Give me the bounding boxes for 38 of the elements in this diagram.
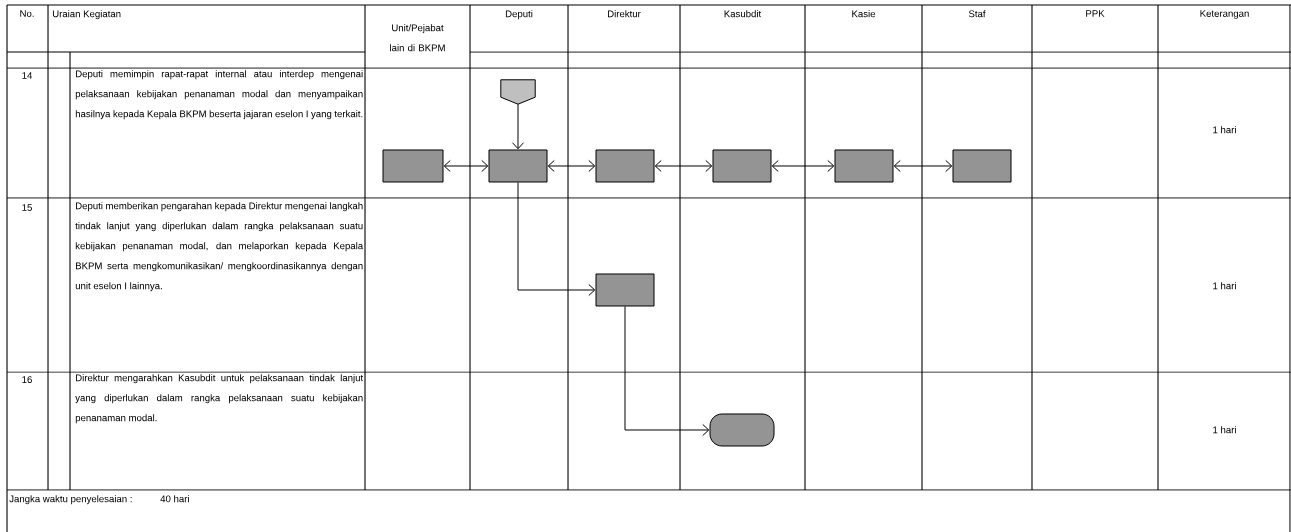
process-box bbox=[488, 149, 548, 183]
duration-label: 1 hari bbox=[1213, 282, 1236, 290]
duration-label: 1 hari bbox=[1213, 426, 1236, 434]
process-box bbox=[952, 149, 1012, 183]
row-number: 15 bbox=[22, 204, 32, 211]
arrow bbox=[771, 160, 835, 172]
header-label: Direktur bbox=[608, 10, 641, 18]
header-label: Uraian Kegiatan bbox=[52, 10, 121, 20]
process-box bbox=[834, 149, 894, 183]
process-box bbox=[382, 149, 444, 183]
process-box bbox=[595, 149, 655, 183]
arrow bbox=[443, 160, 489, 172]
activity-description: Deputi memberikan pengarahan kepada Direktur mengenai langkah tindak lanjut yang diperlukan dalam rangka pelaksanaan suatu kebijakan penanaman modal, dan melaporkan kepada Kepala BKPM serta mengkomunikasikan/ mengkoordinasikannya dengan unit eselon I lainnya. bbox=[75, 202, 364, 292]
process-box bbox=[595, 273, 655, 307]
header-label: No. bbox=[20, 10, 34, 17]
process-box bbox=[712, 149, 772, 183]
header-label: PPK bbox=[1086, 10, 1105, 17]
row-number: 14 bbox=[22, 72, 33, 79]
activity-description: Deputi memimpin rapat-rapat internal atau interdep mengenai pelaksanaan kebijakan penanaman modal dan menyampaikan hasilnya kepada Kepala BKPM beserta jajaran eselon I yang terkait. bbox=[75, 70, 363, 120]
arrow bbox=[893, 160, 953, 172]
row-number: 16 bbox=[22, 376, 32, 383]
arrow bbox=[654, 160, 713, 172]
header-label: Unit/Pejabat lain di BKPM bbox=[390, 24, 445, 52]
header-label: Keterangan bbox=[1200, 10, 1249, 19]
duration-label: 1 hari bbox=[1213, 126, 1236, 134]
footer-label: 40 hari bbox=[160, 495, 189, 503]
offpage-connector bbox=[500, 79, 536, 105]
footer-label: Jangka waktu penyelesaian : bbox=[9, 495, 132, 505]
arrow bbox=[512, 103, 524, 150]
arrow bbox=[624, 306, 710, 436]
header-label: Kasubdit bbox=[724, 10, 762, 18]
terminator-shape bbox=[709, 413, 775, 447]
header-label: Kasie bbox=[852, 10, 876, 18]
arrow bbox=[517, 182, 596, 296]
header-label: Deputi bbox=[505, 10, 533, 20]
activity-description: Direktur mengarahkan Kasubdit untuk pelaksanaan tindak lanjut yang diperlukan dalam rangka pelaksanaan suatu kebijakan penanaman modal. bbox=[75, 374, 364, 424]
arrow bbox=[547, 160, 596, 172]
header-label: Staf bbox=[968, 10, 986, 18]
